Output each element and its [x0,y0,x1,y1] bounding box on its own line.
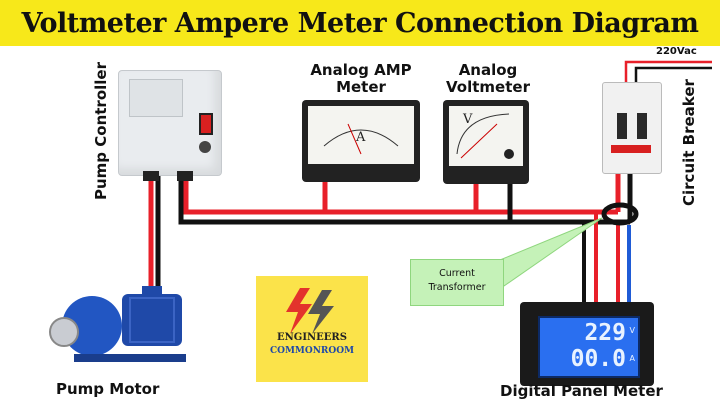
breaker-badge [611,145,651,153]
lightning-icon [286,288,334,334]
pump-controller [118,70,222,181]
pump-motor-label: Pump Motor [56,380,160,398]
amp-meter-label: Analog AMP Meter [310,61,412,96]
motor-fins [129,297,175,343]
circuit-breaker-label: Circuit Breaker [680,79,698,206]
wire-black-main [178,172,630,225]
logo-line-2: COMMONROOM [269,346,355,356]
digital-panel-meter-label: Digital Panel Meter [500,382,663,400]
amp-meter-scale [323,123,399,155]
page-title: Voltmeter Ampere Meter Connection Diagra… [21,7,699,39]
breaker-toggle-1 [617,113,627,139]
wire-supply-black [634,66,712,82]
circuit-breaker [602,82,662,174]
motor-base [74,354,186,362]
dpm-voltage: 229 [584,320,626,346]
breaker-toggle-2 [637,113,647,139]
voltmeter-scale [456,113,514,159]
pump-controller-knob [199,141,211,153]
current-transformer [601,202,639,226]
amp-meter-unit: A [356,130,366,145]
logo: ENGINEERS COMMONROOM [256,276,368,382]
pump-controller-label: Pump Controller [92,62,110,200]
logo-line-1: ENGINEERS [277,332,347,343]
amp-meter: A [302,100,420,182]
wire-supply-red [624,60,712,82]
voltmeter-face: V [449,106,523,166]
pump-inlet [49,317,79,347]
digital-panel-screen: 229 V 00.0 A [538,316,640,378]
pump-volute [62,296,122,356]
current-transformer-callout: Current Transformer [410,259,504,306]
supply-label: 220Vac [656,46,697,57]
dpm-current-unit: A [629,354,635,363]
voltmeter: V [443,100,529,184]
dpm-current: 00.0 [570,346,626,372]
pump-motor [49,286,186,362]
pump-controller-switch [199,113,213,135]
pump-controller-gland-2 [177,171,193,181]
pump-controller-gland [143,171,159,181]
digital-panel-meter: 229 V 00.0 A [520,302,654,386]
motor-terminal [142,286,162,296]
amp-meter-face: A [308,106,414,164]
pump-controller-display [129,79,183,117]
dpm-voltage-unit: V [629,326,635,335]
voltmeter-label: Analog Voltmeter [446,61,530,96]
motor-body [122,294,182,346]
voltmeter-unit: V [463,112,473,127]
title-bar: Voltmeter Ampere Meter Connection Diagra… [0,0,720,46]
